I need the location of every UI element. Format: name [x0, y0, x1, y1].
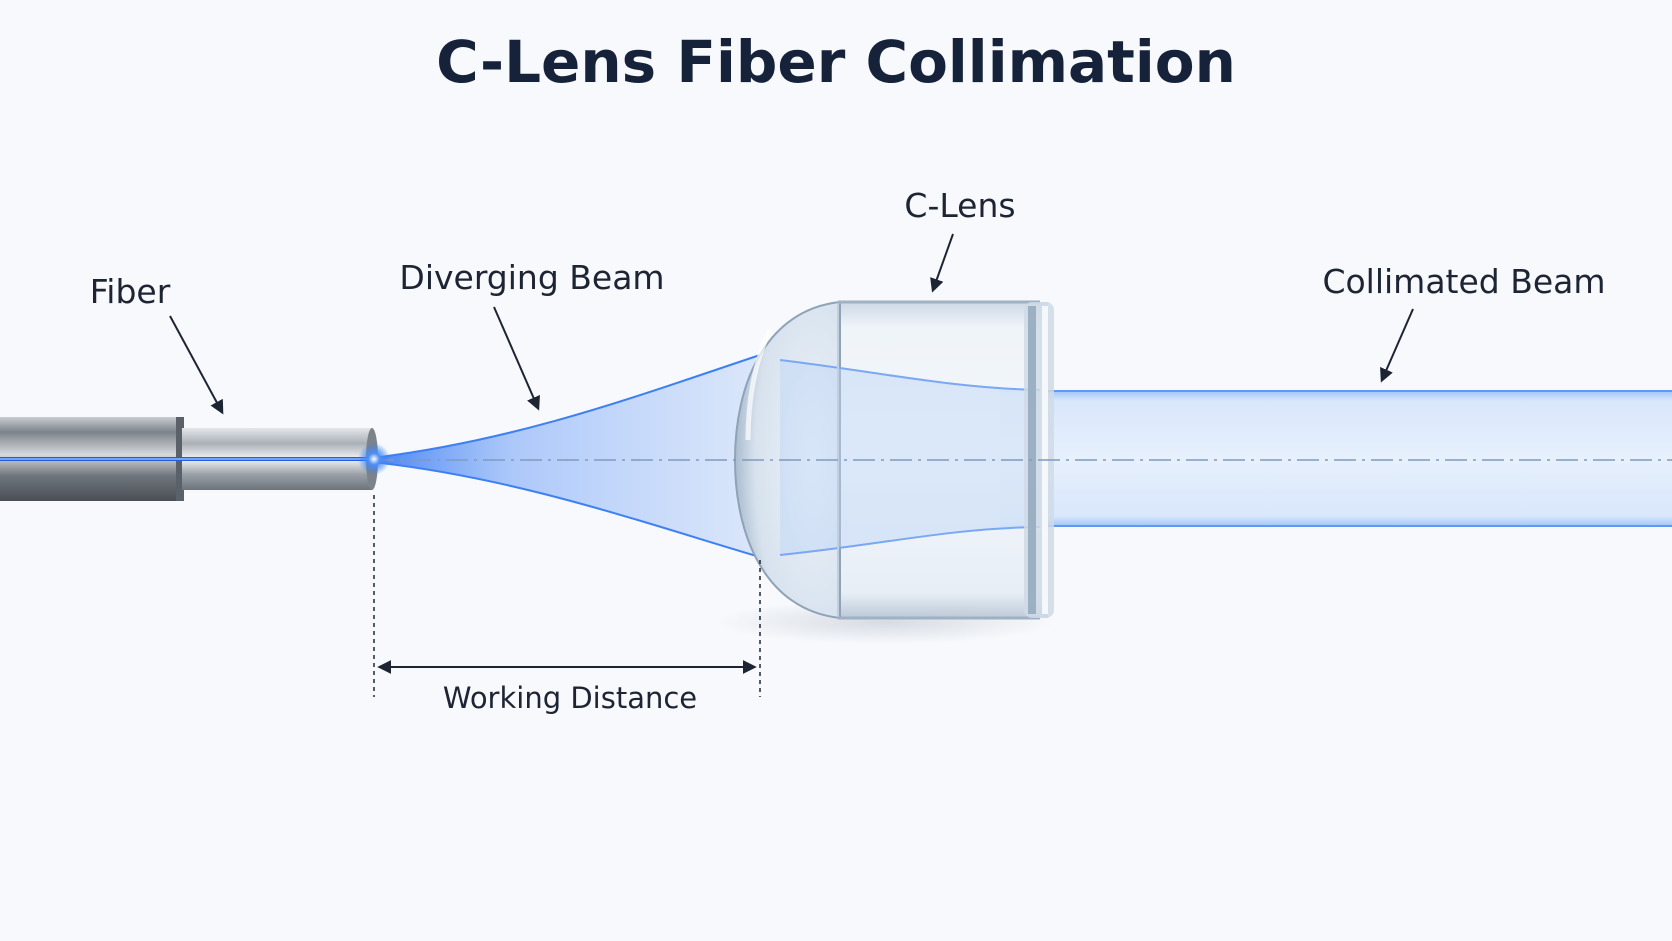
callout-collimated-beam: Collimated Beam — [1322, 262, 1606, 383]
diagram-title: C-Lens Fiber Collimation — [436, 28, 1236, 96]
c-lens-label: C-Lens — [904, 186, 1015, 225]
callout-c-lens: C-Lens — [904, 186, 1016, 293]
collimated-beam — [1000, 390, 1672, 527]
collimated-beam-label: Collimated Beam — [1322, 262, 1605, 301]
diverging-beam-label: Diverging Beam — [399, 258, 664, 297]
fiber-label: Fiber — [90, 272, 171, 311]
working-distance-dimension: Working Distance — [373, 495, 761, 715]
working-distance-label: Working Distance — [443, 681, 697, 715]
fiber — [0, 417, 390, 501]
callout-diverging-beam: Diverging Beam — [399, 258, 665, 411]
diverging-beam — [371, 354, 771, 561]
callout-fiber: Fiber — [90, 272, 224, 415]
